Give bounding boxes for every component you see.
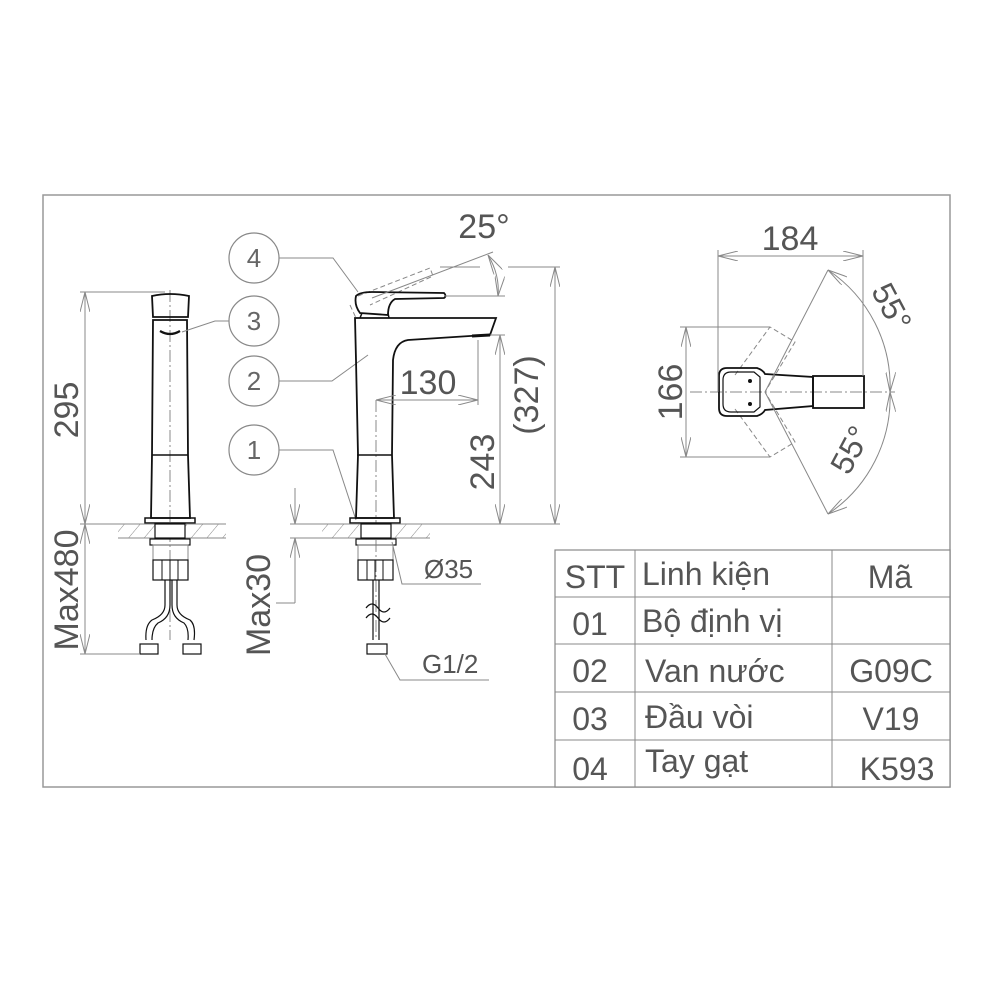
row-4-part: Tay gạt: [645, 743, 748, 779]
callout-2: 2: [247, 366, 261, 396]
front-view: 25° (327) 243 130 Max30 Ø35 G1/2: [240, 208, 560, 681]
dim-166: 166: [652, 364, 690, 421]
row-3-part: Đầu vòi: [645, 699, 754, 735]
parts-table: STT Linh kiện Mã 01 Bộ định vị 02 Van nư…: [554, 549, 951, 788]
dim-max480: Max480: [48, 530, 86, 651]
header-part: Linh kiện: [642, 556, 770, 592]
dim-25deg: 25°: [458, 208, 509, 246]
dim-295: 295: [48, 382, 86, 439]
dim-diameter-35: Ø35: [424, 554, 473, 584]
dim-130: 130: [400, 364, 457, 402]
row-2-code: G09C: [849, 653, 933, 689]
dim-55deg-upper: 55°: [864, 277, 919, 337]
callout-4: 4: [247, 243, 261, 273]
row-4-stt: 04: [572, 751, 608, 787]
side-view: 295 Max480: [48, 290, 226, 655]
dim-thread-g12: G1/2: [422, 649, 478, 679]
row-2-stt: 02: [572, 653, 608, 689]
row-3-stt: 03: [572, 701, 608, 737]
row-1-part: Bộ định vị: [642, 603, 783, 639]
header-code: Mã: [868, 559, 913, 595]
dim-184: 184: [762, 220, 819, 258]
row-3-code: V19: [863, 701, 920, 737]
top-view: 184 166 55° 55°: [652, 220, 919, 514]
callout-1: 1: [247, 435, 261, 465]
callouts: 4 3 2 1: [181, 232, 369, 521]
drawing-frame: [42, 194, 951, 788]
dim-max30: Max30: [240, 554, 278, 656]
callout-3: 3: [247, 306, 261, 336]
row-2-part: Van nước: [645, 653, 785, 689]
row-4-code: K593: [860, 751, 935, 787]
row-1-stt: 01: [572, 606, 608, 642]
dim-327: (327): [508, 355, 546, 434]
dim-243: 243: [464, 434, 502, 491]
header-stt: STT: [565, 559, 625, 595]
